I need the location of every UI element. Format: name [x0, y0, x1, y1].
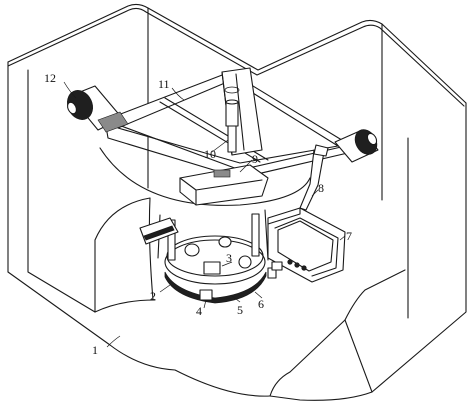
label-3: 3 [226, 251, 232, 265]
label-1: 1 [92, 343, 98, 357]
label-2: 2 [150, 289, 156, 303]
control-monitor [267, 207, 346, 283]
label-5: 5 [237, 303, 243, 317]
label-6: 6 [258, 297, 264, 311]
enclosure [7, 3, 467, 401]
label-8: 8 [318, 181, 324, 195]
label-4: 4 [196, 304, 202, 318]
lifting-cylinder [224, 86, 240, 153]
turntable [139, 209, 277, 304]
label-9: 9 [252, 152, 258, 166]
label-10: 10 [204, 147, 216, 161]
monitor-arm [299, 144, 329, 211]
motor-right [334, 129, 379, 163]
leader-lines [63, 81, 346, 348]
label-11: 11 [158, 77, 170, 91]
label-7: 7 [346, 229, 352, 243]
motor-left [67, 85, 129, 133]
reference-numerals: 1 2 3 4 5 6 7 8 9 10 11 12 [44, 71, 352, 357]
top-plate [179, 164, 269, 206]
label-12: 12 [44, 71, 56, 85]
